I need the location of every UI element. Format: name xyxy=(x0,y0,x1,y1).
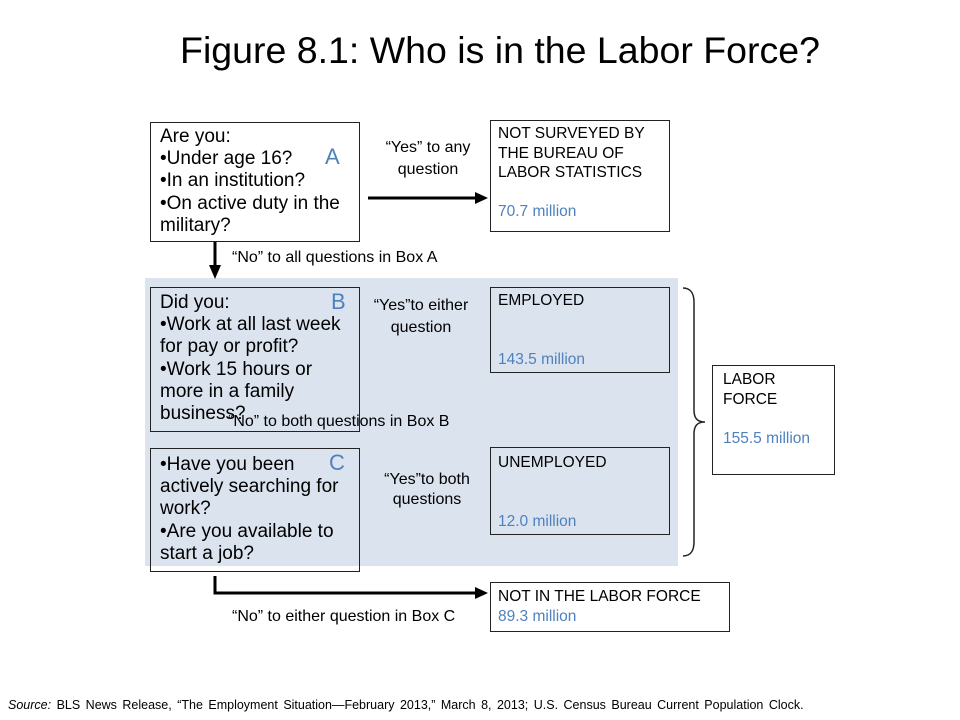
labor-force-label: LABOR xyxy=(723,371,776,388)
edge-label-b-yes: “Yes”to either question xyxy=(361,295,481,339)
box-b-line: Did you: xyxy=(160,292,230,313)
box-a-line: •Under age 16? xyxy=(160,148,293,170)
edge-label-line: “Yes” to any xyxy=(385,139,471,156)
edge-label-line: question xyxy=(390,319,452,336)
edge-label-line: “Yes”to either xyxy=(373,297,469,314)
source-prefix: Source: xyxy=(8,698,52,712)
box-b-letter: B xyxy=(331,289,346,314)
not-surveyed-box: NOT SURVEYED BY THE BUREAU OF LABOR STAT… xyxy=(490,120,670,232)
labor-force-brace xyxy=(682,287,706,557)
edge-label-line: questions xyxy=(392,491,462,508)
source-note: Source: BLS News Release, “The Employmen… xyxy=(8,697,804,713)
employed-box: EMPLOYED 143.5 million xyxy=(490,287,670,373)
not-surveyed-label: LABOR STATISTICS xyxy=(498,164,643,181)
arrow-box-a-to-box-b xyxy=(209,242,221,279)
labor-force-box: LABOR FORCE 155.5 million xyxy=(712,365,835,475)
box-a-line: Are you: xyxy=(160,126,231,147)
box-b-line: •Work 15 hours or xyxy=(160,358,313,380)
labor-force-label: FORCE xyxy=(723,390,778,408)
unemployed-box: UNEMPLOYED 12.0 million xyxy=(490,447,670,535)
not-in-labor-force-value: 89.3 million xyxy=(498,607,577,625)
employed-value: 143.5 million xyxy=(498,350,586,368)
box-b-line: more in a family xyxy=(160,380,295,402)
box-c-line: actively searching for xyxy=(160,476,339,498)
not-in-labor-force-box: NOT IN THE LABOR FORCE 89.3 million xyxy=(490,582,730,632)
edge-label-b-no: “No” to both questions in Box B xyxy=(228,413,450,430)
box-a-letter: A xyxy=(325,144,340,169)
edge-label-a-no: “No” to all questions in Box A xyxy=(232,249,438,266)
not-surveyed-label: THE BUREAU OF xyxy=(498,144,624,162)
edge-label-line: question xyxy=(397,161,459,178)
box-b-line: •Work at all last week xyxy=(160,314,341,336)
arrow-box-c-to-not-in-labor-force xyxy=(213,576,488,599)
box-c-questions: •Have you been actively searching for wo… xyxy=(150,448,360,572)
box-c-letter: C xyxy=(329,450,345,475)
box-c-line: •Are you available to xyxy=(160,520,334,542)
box-c-line: start a job? xyxy=(160,542,254,564)
box-a-line: •In an institution? xyxy=(160,170,306,192)
figure-title: Figure 8.1: Who is in the Labor Force? xyxy=(180,29,820,71)
edge-label-c-yes: “Yes”to both questions xyxy=(367,470,487,510)
box-c-line: •Have you been xyxy=(160,454,295,475)
not-surveyed-label: NOT SURVEYED BY xyxy=(498,125,645,142)
labor-force-region-shading xyxy=(145,278,678,566)
edge-label-c-no: “No” to either question in Box C xyxy=(232,608,456,625)
box-a-line: military? xyxy=(160,214,231,236)
labor-force-value: 155.5 million xyxy=(723,429,811,447)
box-b-questions: Did you: •Work at all last week for pay … xyxy=(150,287,360,432)
arrow-box-a-to-not-surveyed xyxy=(368,192,488,204)
edge-label-line: “Yes”to both xyxy=(384,471,470,488)
unemployed-value: 12.0 million xyxy=(498,512,577,530)
edge-label-a-yes: “Yes” to any question xyxy=(368,137,488,181)
box-a-line: •On active duty in the xyxy=(160,192,340,214)
employed-label: EMPLOYED xyxy=(498,292,585,309)
not-in-labor-force-label: NOT IN THE LABOR FORCE xyxy=(498,588,701,605)
box-b-line: for pay or profit? xyxy=(160,336,299,358)
source-text: BLS News Release, “The Employment Situat… xyxy=(51,698,804,712)
unemployed-label: UNEMPLOYED xyxy=(498,454,607,471)
not-surveyed-value: 70.7 million xyxy=(498,203,577,220)
box-b-line: business? xyxy=(160,403,246,425)
box-a-questions: Are you: •Under age 16? •In an instituti… xyxy=(150,122,360,242)
box-c-line: work? xyxy=(160,498,211,520)
